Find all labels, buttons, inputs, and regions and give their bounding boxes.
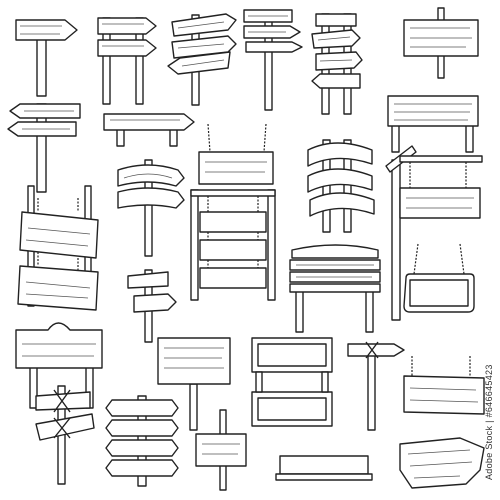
directional-arrows-small (128, 270, 176, 342)
ornate-hanging-plaque (404, 244, 474, 312)
board-on-stick (158, 338, 230, 430)
board-sign-wide-right (388, 96, 478, 152)
arrow-sign-low-wide (104, 114, 194, 146)
stacked-plank-column (106, 396, 178, 486)
arrow-sign-single (16, 20, 77, 96)
arrow-sign-double-posts (98, 18, 156, 104)
hanging-board-stack-left (18, 186, 98, 310)
hanging-board-right (404, 356, 484, 414)
hanging-board-rope (199, 124, 273, 184)
stock-watermark: Adobe Stock | #646645423 (484, 364, 494, 480)
curved-plank-stack (308, 140, 374, 232)
board-sign-top-right (404, 8, 478, 78)
gallows-hanging-sign (386, 146, 482, 320)
arrow-sign-zigzag (168, 14, 236, 105)
crossed-arrow-sign (36, 386, 94, 484)
arched-board-sign (16, 323, 102, 408)
arrow-sign-tall-right (348, 342, 404, 430)
stacked-frame-sign (252, 338, 332, 426)
small-hanging-tag (196, 410, 246, 490)
arrow-sign-curved-pair (118, 160, 184, 256)
arrow-sign-three-boards (244, 10, 302, 110)
arrow-sign-stacked-alternating (312, 14, 362, 114)
arrow-sign-left-double (8, 104, 80, 192)
frame-with-hanging-boards (191, 190, 275, 300)
plaque-on-rail (276, 456, 372, 480)
broken-plank (400, 438, 484, 488)
plank-bench-sign (290, 245, 380, 332)
